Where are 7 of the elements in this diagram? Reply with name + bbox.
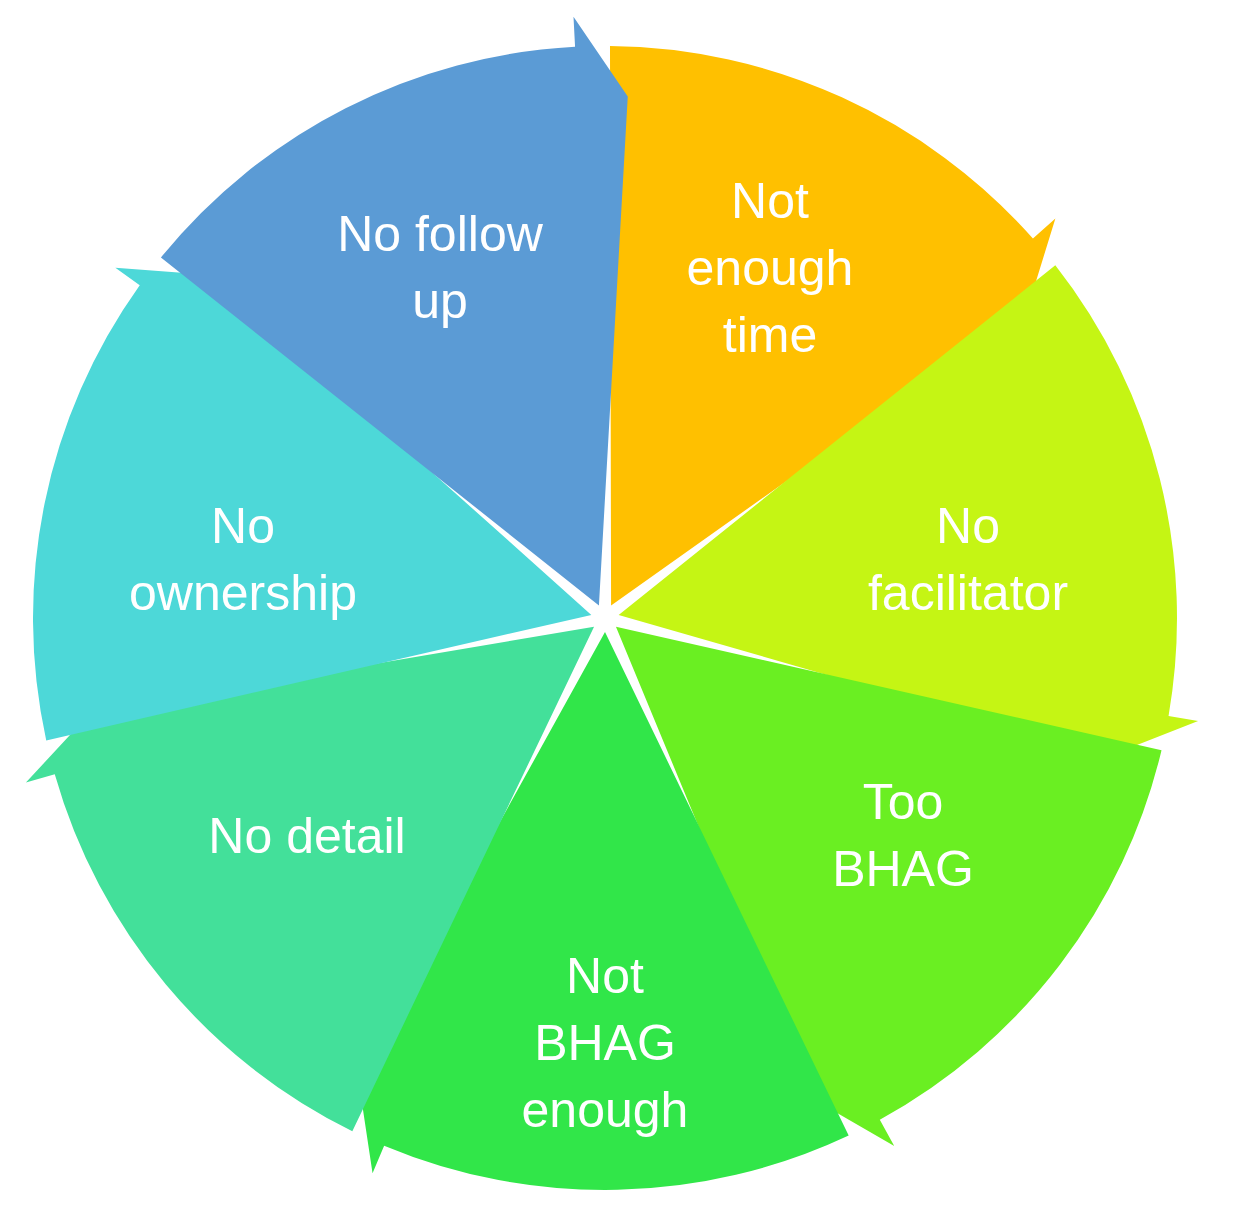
- segment-label: Not enough time: [685, 171, 855, 365]
- segment-label: Not BHAG enough: [520, 946, 690, 1140]
- segment-label: No facilitator: [866, 497, 1070, 623]
- segment-label: No ownership: [128, 497, 358, 623]
- segment-label: No follow up: [336, 205, 544, 331]
- segment-label: Too BHAG: [831, 773, 975, 899]
- segment-label: No detail: [207, 806, 407, 866]
